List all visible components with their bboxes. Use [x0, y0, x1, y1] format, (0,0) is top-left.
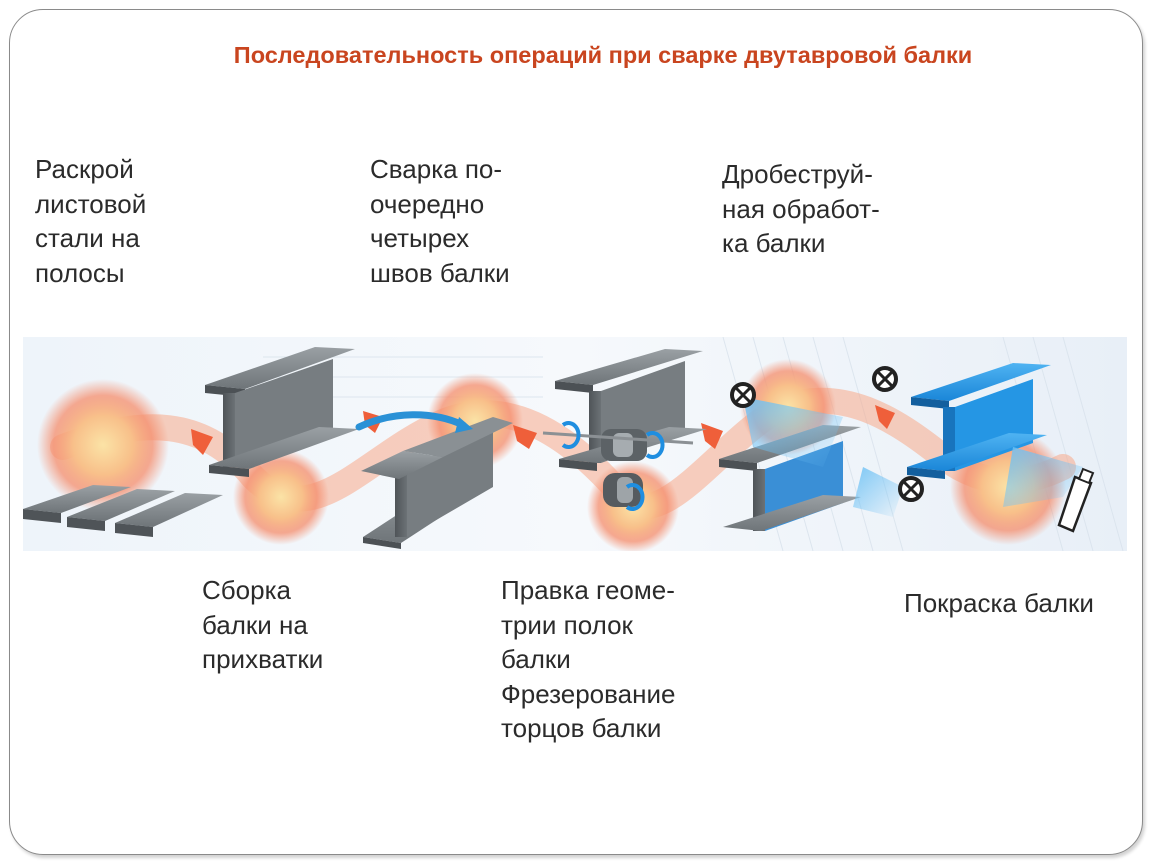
chevron-right-icon	[701, 423, 723, 449]
step-line: торцов балки	[501, 713, 662, 743]
step-painting-label: Покраска балки	[904, 586, 1094, 621]
arrow-head-icon	[455, 417, 473, 433]
chevron-right-icon	[513, 425, 537, 449]
step-line: листовой	[35, 188, 147, 219]
welding-beam	[361, 417, 513, 549]
spray-can-icon	[1057, 467, 1095, 533]
step-assembly-label: Сборка балки на прихватки	[202, 573, 323, 677]
process-illustration	[23, 337, 1127, 551]
step-line: четырех	[370, 223, 470, 253]
steel-plates	[23, 485, 223, 537]
step-line: Сварка по-	[370, 154, 503, 184]
step-line: ка балки	[722, 228, 826, 258]
shot-spray	[743, 397, 843, 467]
step-line: прихватки	[202, 644, 324, 674]
step-line: Раскрой	[35, 154, 134, 184]
step-line: Покраска балки	[904, 588, 1094, 618]
step-welding-label: Сварка по- очередно четырех швов балки	[370, 152, 510, 290]
step-line: стали на	[35, 223, 140, 253]
step-line: полосы	[35, 257, 125, 288]
step-line: Дробеструй-	[722, 159, 873, 189]
chevron-right-icon	[875, 405, 895, 429]
rotation-arrows	[561, 421, 665, 511]
step-line: трии полок	[501, 609, 633, 640]
step-line: швов балки	[370, 257, 510, 288]
step-line: Сборка	[202, 575, 291, 605]
page-title: Последовательность операций при сварке д…	[233, 42, 973, 68]
flow-chevrons	[191, 405, 895, 455]
step-line: ная обработ-	[722, 193, 880, 224]
roller-icon	[542, 429, 694, 507]
step-line: балки	[501, 644, 571, 674]
step-shotblast-label: Дробеструй- ная обработ- ка балки	[722, 157, 880, 261]
step-line: Фрезерование	[501, 678, 676, 709]
step-straightening-label: Правка геоме- трии полок балки Фрезерова…	[501, 573, 675, 746]
step-line: балки на	[202, 609, 308, 640]
nozzle-icon	[730, 382, 756, 408]
process-glow	[233, 449, 329, 545]
step-line: Правка геоме-	[501, 575, 675, 605]
shot-spray	[853, 467, 903, 517]
step-line: очередно	[370, 188, 485, 219]
paint-spray	[1003, 447, 1083, 507]
rotate-arrow-icon	[355, 411, 467, 431]
assembled-beam	[205, 347, 359, 477]
process-glow	[37, 379, 169, 511]
nozzle-icon	[872, 366, 898, 392]
nozzle-icon	[898, 476, 924, 502]
chevron-right-icon	[191, 429, 213, 455]
step-cutting-label: Раскрой листовой стали на полосы	[35, 152, 146, 290]
